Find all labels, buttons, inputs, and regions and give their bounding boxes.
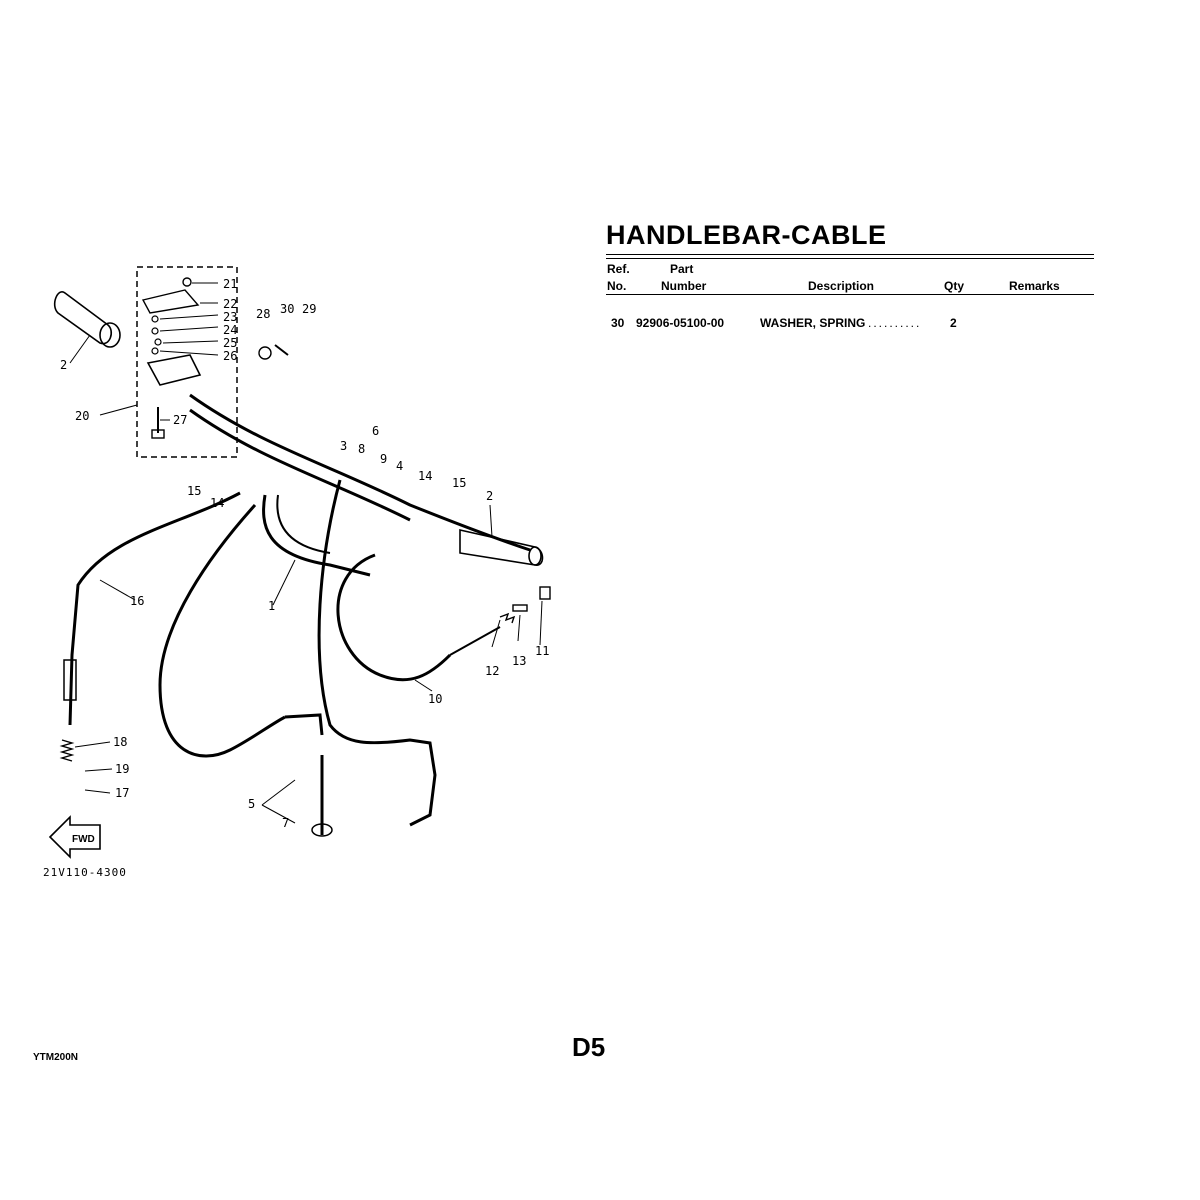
callout-15-right: 15 [452, 476, 466, 490]
callout-14-right: 14 [418, 469, 432, 483]
callout-15-left: 15 [187, 484, 201, 498]
page-number: D5 [572, 1032, 606, 1062]
callout-30: 30 [280, 302, 294, 316]
throttle-group-box [136, 266, 238, 458]
callout-4: 4 [396, 459, 403, 473]
callout-9: 9 [380, 452, 387, 466]
fwd-label: FWD [72, 834, 95, 845]
callout-22: 22 [223, 297, 237, 311]
callout-14-left: 14 [210, 496, 224, 510]
part-ref: 30 [611, 316, 625, 330]
callout-27: 27 [173, 413, 187, 427]
callout-25: 25 [223, 336, 237, 350]
throttle-housing-icon [146, 354, 202, 386]
fwd-arrow-icon: FWD [48, 815, 101, 859]
col-part-line2: Number [661, 279, 707, 293]
callout-17: 17 [115, 786, 129, 800]
page-title: HANDLEBAR-CABLE [606, 220, 887, 250]
callout-5: 5 [248, 797, 255, 811]
col-remarks: Remarks [1009, 279, 1060, 293]
part-description: WASHER, SPRING [760, 316, 866, 330]
callout-6: 7 [282, 816, 289, 830]
model-code: YTM200N [33, 1052, 79, 1063]
callout-3: 3 [340, 439, 347, 453]
left-grip-icon [53, 291, 121, 348]
title-double-rule [606, 254, 1094, 259]
col-part-line1: Part [670, 262, 694, 276]
throttle-cable-16 [68, 491, 241, 726]
callout-21: 21 [223, 277, 237, 291]
part-qty: 2 [950, 316, 957, 330]
callout-19: 19 [115, 762, 129, 776]
callout-26: 26 [223, 349, 237, 363]
cable-10 [336, 553, 452, 682]
handlebar-tube [189, 393, 531, 552]
callout-29: 29 [302, 302, 316, 316]
callout-16: 16 [130, 594, 144, 608]
brake-cable-1 [158, 503, 286, 758]
callout-2-right: 2 [486, 489, 493, 503]
callout-1: 1 [268, 599, 275, 613]
part-leader-dots: .......... [868, 316, 922, 330]
callout-10: 10 [428, 692, 442, 706]
drawing-code: 21V110-4300 [43, 866, 127, 879]
callout-11: 11 [535, 644, 549, 658]
callout-12: 12 [485, 664, 499, 678]
col-ref-line1: Ref. [607, 262, 630, 276]
callout-8: 8 [358, 442, 365, 456]
col-ref-line2: No. [607, 279, 627, 293]
callout-2-left: 2 [60, 358, 67, 372]
part-number: 92906-05100-00 [636, 316, 725, 330]
callout-13: 13 [512, 654, 526, 668]
callout-7: 6 [372, 424, 379, 438]
callout-28: 28 [256, 307, 270, 321]
callout-24: 24 [223, 323, 237, 337]
callout-23: 23 [223, 310, 237, 324]
col-qty: Qty [944, 279, 965, 293]
cable-3 [317, 479, 437, 827]
handlebar-cable-drawing: FWD 2 20 21 22 23 24 25 26 27 28 29 30 3… [48, 266, 551, 859]
right-grip-icon [459, 528, 544, 566]
exploded-parts-diagram: FWD 2 20 21 22 23 24 25 26 27 28 29 30 3… [30, 255, 590, 895]
col-description: Description [808, 279, 875, 293]
callout-20: 20 [75, 409, 89, 423]
header-rule [606, 294, 1094, 295]
callout-18: 18 [113, 735, 127, 749]
